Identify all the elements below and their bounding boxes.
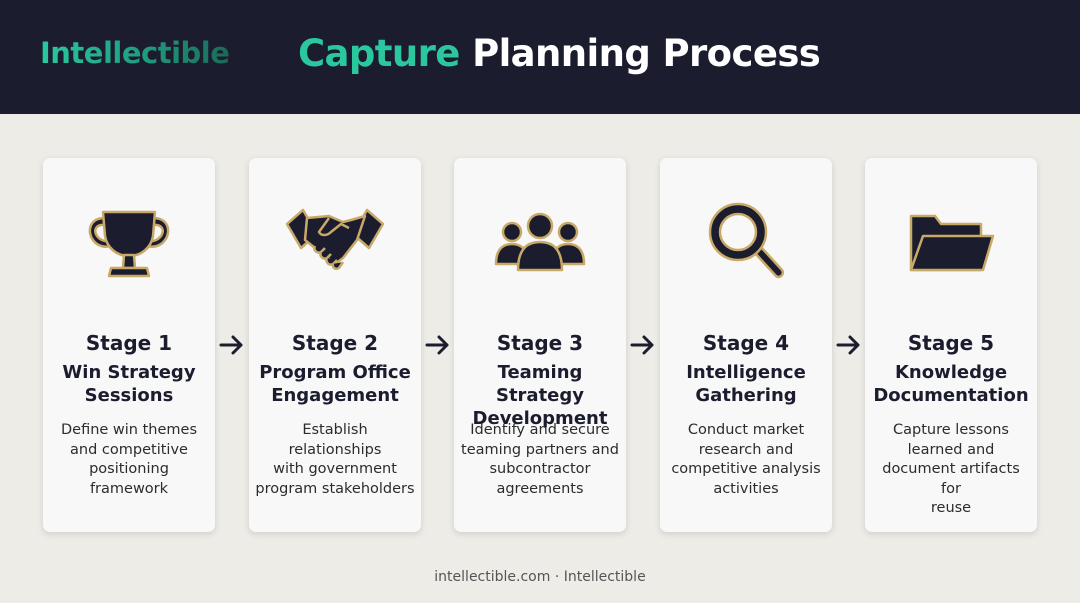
- stage-description: Define win themes and competitive positi…: [60, 422, 198, 497]
- folder-icon: [901, 198, 1001, 288]
- team-icon: [490, 198, 590, 288]
- arrow-right-icon: [836, 334, 862, 356]
- stage-description: Capture lessons learned and document art…: [882, 422, 1020, 516]
- arrow-right-icon: [219, 334, 245, 356]
- stage-number: Stage 3: [496, 331, 584, 355]
- stage-description: Conduct market research and competitive …: [671, 422, 821, 497]
- stage-number: Stage 4: [702, 331, 790, 355]
- magnifier-icon: [696, 198, 796, 288]
- stage-card-4: Stage 4 Intelligence Gathering Conduct m…: [660, 158, 832, 532]
- trophy-icon: [79, 198, 179, 288]
- stage-title: Intelligence Gathering: [686, 362, 806, 406]
- stage-description: Identify and secure teaming partners and…: [461, 422, 619, 497]
- stage-number: Stage 1: [85, 331, 173, 355]
- stage-title: Win Strategy Sessions: [62, 362, 196, 406]
- stage-title: Knowledge Documentation: [873, 362, 1029, 406]
- arrow-right-icon: [630, 334, 656, 356]
- stage-number: Stage 5: [907, 331, 995, 355]
- page-title-accent: Capture: [298, 32, 460, 75]
- stage-description: Establish relationships with government …: [255, 422, 415, 497]
- stage-card-2: Stage 2 Program Office Engagement Establ…: [249, 158, 421, 532]
- stage-number: Stage 2: [291, 331, 379, 355]
- stage-card-3: Stage 3 Teaming Strategy Development Ide…: [454, 158, 626, 532]
- stage-card-5: Stage 5 Knowledge Documentation Capture …: [865, 158, 1037, 532]
- arrow-right-icon: [425, 334, 451, 356]
- header-bar: Intellectible Capture Planning Process: [0, 0, 1080, 114]
- stage-title: Teaming Strategy Development: [472, 362, 608, 429]
- stage-title: Program Office Engagement: [259, 362, 411, 406]
- handshake-icon: [285, 198, 385, 288]
- footer-text: intellectible.com · Intellectible: [434, 569, 646, 585]
- page-title: Capture Planning Process: [298, 32, 821, 75]
- page-title-rest: Planning Process: [472, 32, 821, 75]
- stage-card-1: Stage 1 Win Strategy Sessions Define win…: [43, 158, 215, 532]
- brand-logo: Intellectible: [40, 36, 230, 70]
